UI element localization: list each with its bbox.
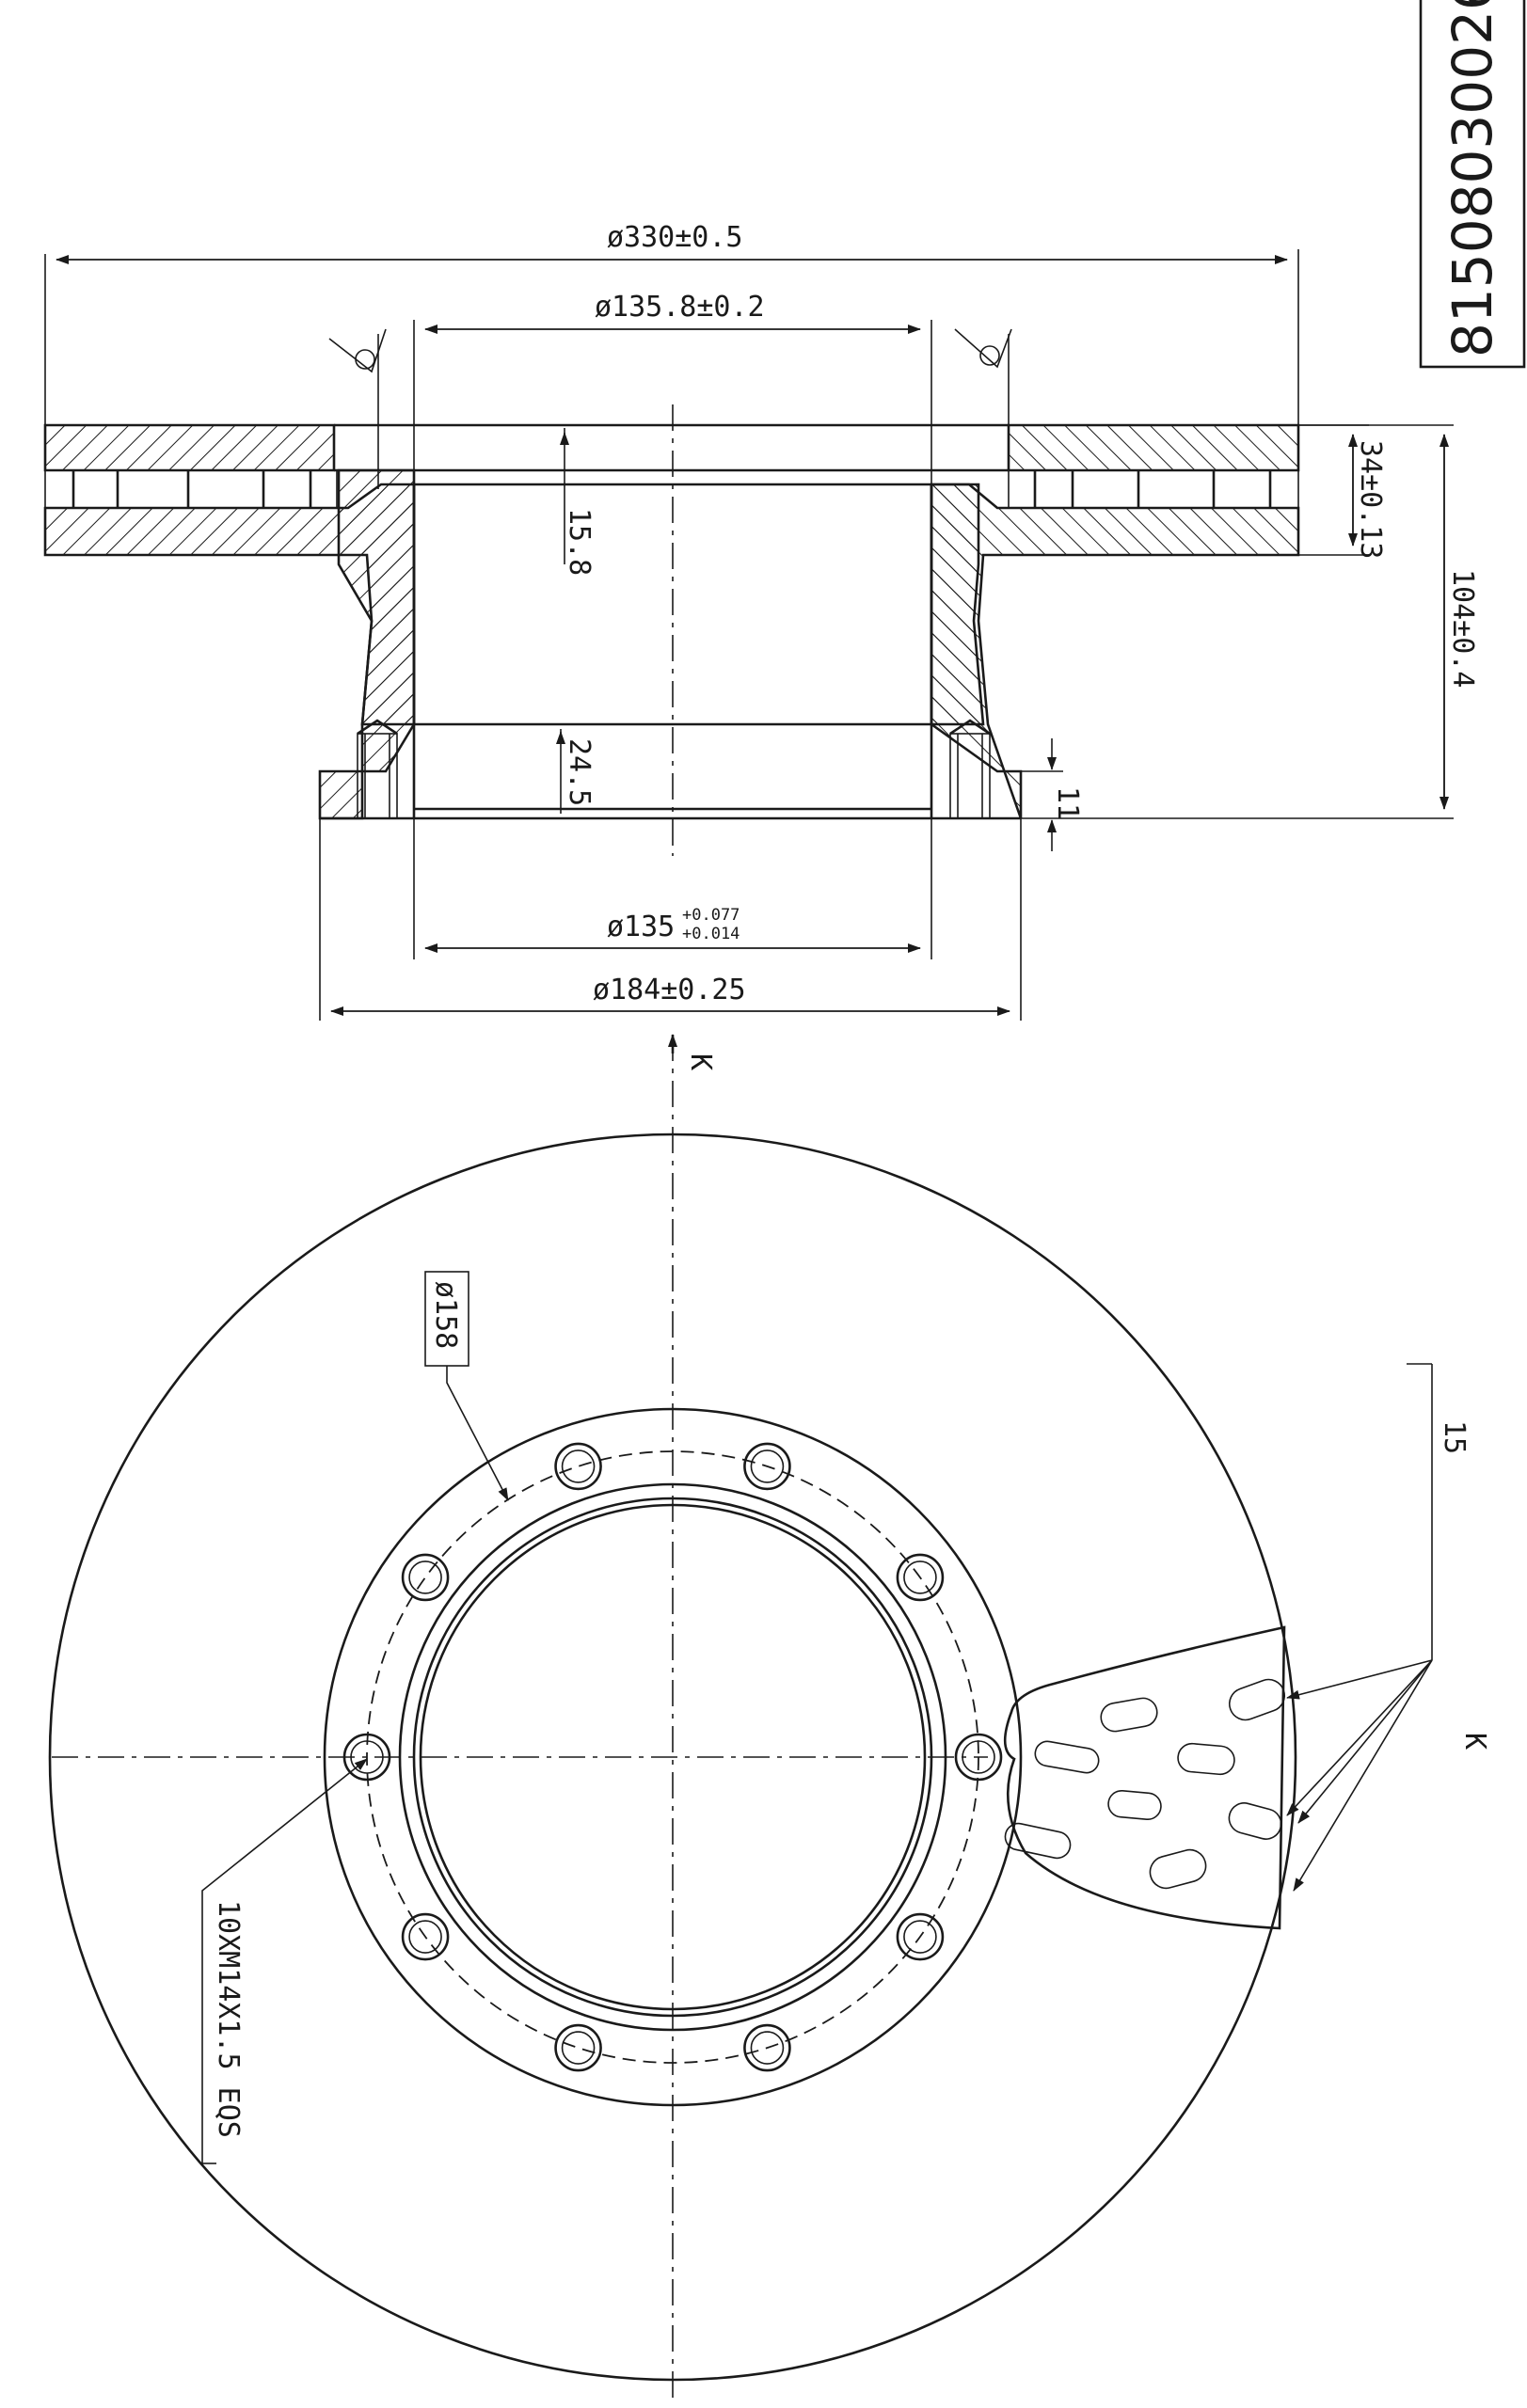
hat-flange-edge	[323, 1407, 1023, 2107]
bolt-hole	[342, 1733, 391, 1782]
left-hat-wall	[337, 468, 416, 726]
bolt-hole	[401, 1912, 450, 1961]
part-number-box: 81508030026	[1419, 0, 1526, 369]
outer-disc-edge	[48, 1133, 1297, 2382]
bolt-hole	[896, 1912, 945, 1961]
dim-disc-thickness: 34±0.13	[1354, 440, 1387, 559]
surface-symbol-left	[328, 328, 387, 489]
dim-outer-diameter: ø330±0.5	[607, 221, 743, 254]
vent-detail	[1003, 1625, 1286, 1930]
dim-hat-depth: 15.8	[563, 508, 596, 576]
right-hat-wall	[930, 483, 985, 726]
section-label-right: K	[1458, 1733, 1491, 1750]
bolt-holes	[342, 1442, 1003, 2072]
right-bottom-plate-hat	[930, 483, 1300, 819]
bolt-hole	[554, 1442, 602, 1491]
dim-pilot-depth: 24.5	[563, 738, 596, 806]
dim-hub-bore: ø135.8±0.2	[595, 291, 765, 324]
bolt-circle	[366, 1450, 979, 2064]
bolt-hole	[743, 2023, 791, 2072]
threaded-hole-left	[357, 719, 398, 819]
dim-overall-height: 104±0.4	[1446, 569, 1479, 688]
dim-bolt-circle: ø158	[429, 1281, 462, 1349]
thread-callout: 10XM14X1.5 EQS	[212, 1900, 245, 2138]
vent-dimension: 15	[1438, 1420, 1471, 1454]
pilot-ring-outer	[398, 1482, 947, 2032]
section-dimensions: ø330±0.5 ø135.8±0.2 34±0.13 104±0.4 15.8…	[44, 221, 1479, 1021]
vent-holes	[1004, 1678, 1286, 1890]
bolt-hole	[401, 1553, 450, 1602]
plan-view: K ø158 10XM14X1.5 EQS	[48, 1034, 1491, 2399]
bolt-hole	[743, 1442, 791, 1491]
dim-thread-depth: 11	[1051, 786, 1084, 820]
dim-pilot-diameter: ø135	[607, 911, 675, 943]
pilot-ring-mid	[412, 1497, 933, 2018]
bolt-hole	[554, 2023, 602, 2072]
right-vent-vanes	[1008, 469, 1299, 509]
dim-pilot-tol-lower: +0.014	[682, 925, 740, 943]
dim-pilot-tol-upper: +0.077	[682, 906, 740, 925]
left-vent-vanes	[44, 469, 338, 509]
bolt-hole	[896, 1553, 945, 1602]
vent-leaders: 15 K	[1286, 1363, 1491, 1892]
left-top-plate	[43, 423, 336, 472]
bolt-hole	[954, 1733, 1003, 1782]
section-label-top: K	[684, 1054, 717, 1070]
threaded-hole-right	[949, 719, 991, 819]
right-top-plate	[1007, 423, 1300, 472]
part-number: 81508030026	[1440, 0, 1504, 357]
section-view	[43, 328, 1300, 856]
bore-edge	[419, 1503, 927, 2011]
dim-flange-diameter: ø184±0.25	[593, 974, 746, 1006]
surface-symbol-right	[954, 328, 1012, 425]
